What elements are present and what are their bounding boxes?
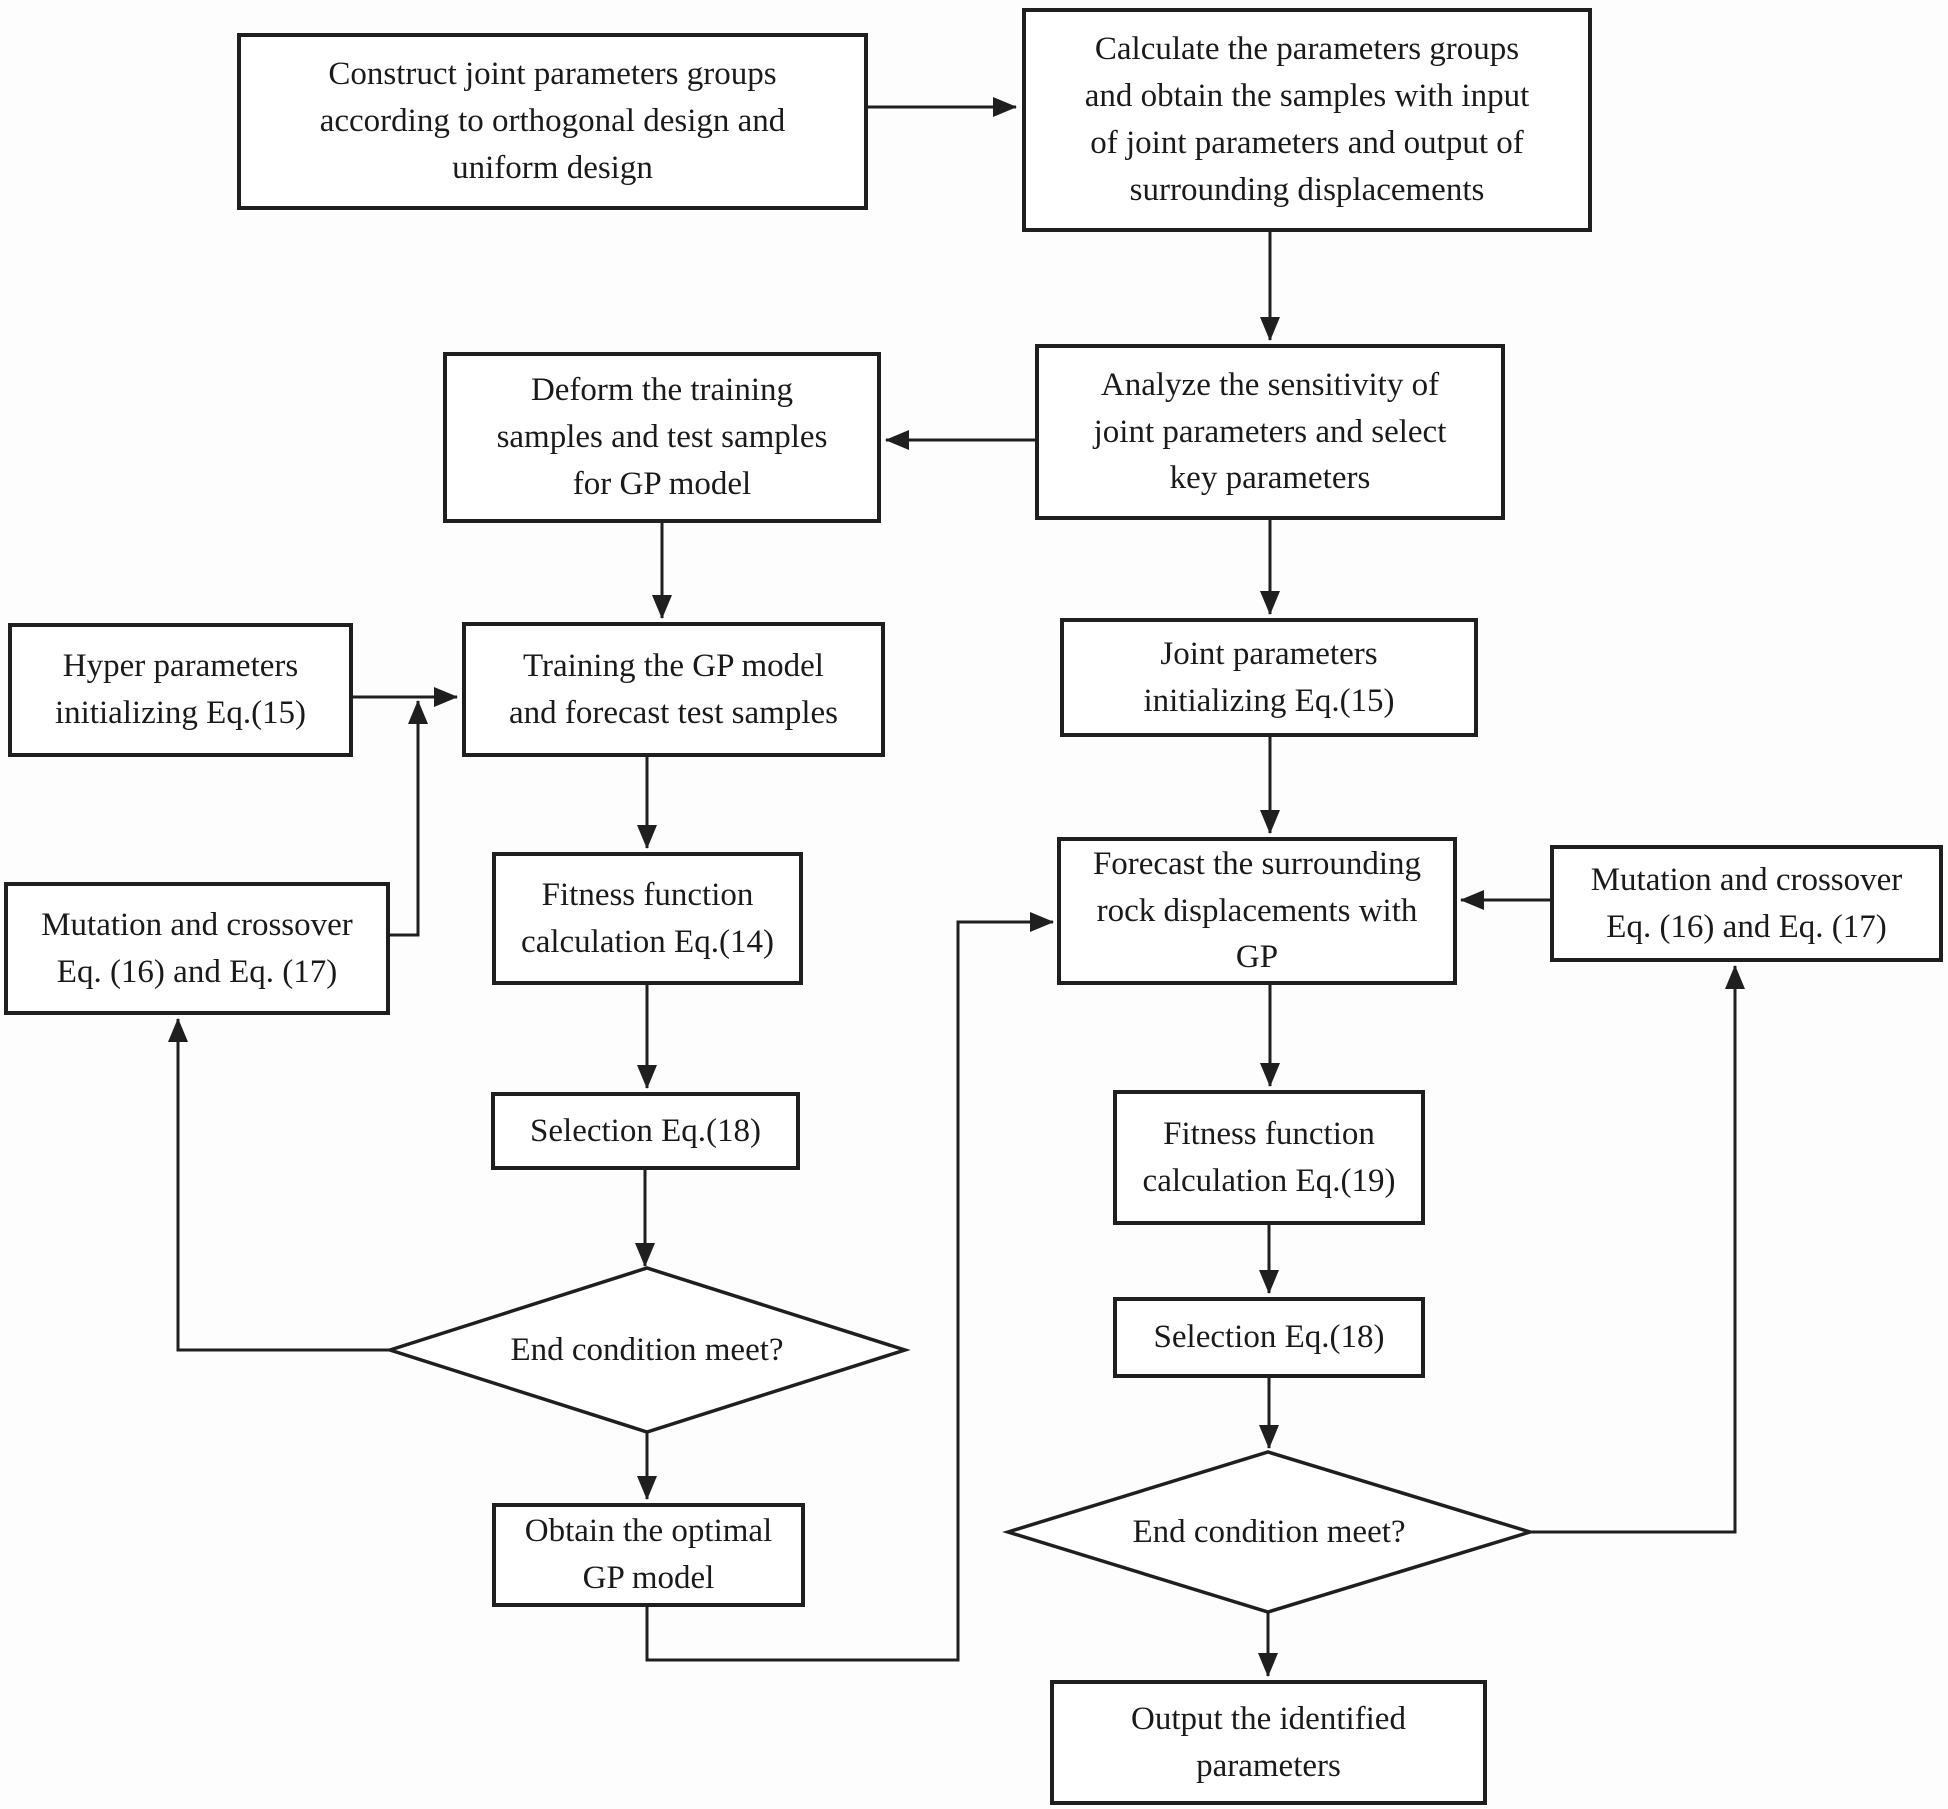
construct-joint-parameters-box: Construct joint parameters groups accord… — [237, 33, 868, 210]
calculate-parameters-label: Calculate the parameters groups and obta… — [1084, 31, 1530, 208]
analyze-sensitivity-box: Analyze the sensitivity of joint paramet… — [1035, 344, 1505, 520]
joint-parameters-init-label: Joint parameters initializing Eq.(15) — [1143, 635, 1395, 719]
training-gp-model-label: Training the GP model and forecast test … — [509, 647, 838, 731]
end-condition-left-diamond — [384, 1266, 911, 1434]
output-identified-parameters-box: Output the identified parameters — [1050, 1680, 1487, 1805]
mutation-crossover-left-label: Mutation and crossover Eq. (16) and Eq. … — [41, 906, 353, 990]
output-identified-parameters-label: Output the identified parameters — [1131, 1700, 1406, 1784]
calculate-parameters-box: Calculate the parameters groups and obta… — [1022, 8, 1592, 232]
mutation-crossover-right-label: Mutation and crossover Eq. (16) and Eq. … — [1590, 861, 1903, 945]
selection-eq18-right-box: Selection Eq.(18) — [1113, 1297, 1425, 1378]
fitness-function-eq14-box: Fitness function calculation Eq.(14) — [492, 852, 803, 985]
end-condition-right-diamond — [1002, 1450, 1536, 1614]
mutation-crossover-right-box: Mutation and crossover Eq. (16) and Eq. … — [1550, 845, 1943, 962]
arrow-end-left-to-mutation-left — [168, 1018, 390, 1352]
end-condition-left-text: End condition meet? — [510, 1331, 784, 1368]
deform-samples-box: Deform the training samples and test sam… — [443, 352, 881, 523]
selection-eq18-right-label: Selection Eq.(18) — [1153, 1319, 1385, 1356]
arrow-mutation-left-to-training-line — [390, 700, 428, 937]
deform-samples-label: Deform the training samples and test sam… — [496, 372, 828, 502]
fitness-function-eq19-label: Fitness function calculation Eq.(19) — [1142, 1115, 1396, 1199]
selection-eq18-left-box: Selection Eq.(18) — [491, 1092, 800, 1170]
obtain-optimal-gp-label: Obtain the optimal GP model — [524, 1513, 773, 1596]
analyze-sensitivity-label: Analyze the sensitivity of joint paramet… — [1093, 366, 1447, 497]
joint-parameters-init-box: Joint parameters initializing Eq.(15) — [1060, 618, 1478, 737]
obtain-optimal-gp-box: Obtain the optimal GP model — [492, 1503, 805, 1607]
arrow-end-right-to-mutation-right — [1530, 965, 1745, 1534]
arrow-obtain-to-forecast — [645, 912, 1054, 1662]
fitness-function-eq19-box: Fitness function calculation Eq.(19) — [1113, 1090, 1425, 1225]
training-gp-model-box: Training the GP model and forecast test … — [462, 622, 885, 757]
construct-joint-parameters-label: Construct joint parameters groups accord… — [319, 56, 786, 186]
end-condition-right-text: End condition meet? — [1132, 1513, 1406, 1550]
hyper-parameters-box: Hyper parameters initializing Eq.(15) — [8, 623, 353, 757]
selection-eq18-left-label: Selection Eq.(18) — [530, 1112, 761, 1149]
hyper-parameters-label: Hyper parameters initializing Eq.(15) — [54, 648, 307, 731]
fitness-function-eq14-label: Fitness function calculation Eq.(14) — [521, 876, 774, 960]
forecast-displacements-label: Forecast the surrounding rock displaceme… — [1092, 845, 1422, 976]
forecast-displacements-box: Forecast the surrounding rock displaceme… — [1057, 837, 1457, 985]
mutation-crossover-left-box: Mutation and crossover Eq. (16) and Eq. … — [4, 882, 390, 1015]
